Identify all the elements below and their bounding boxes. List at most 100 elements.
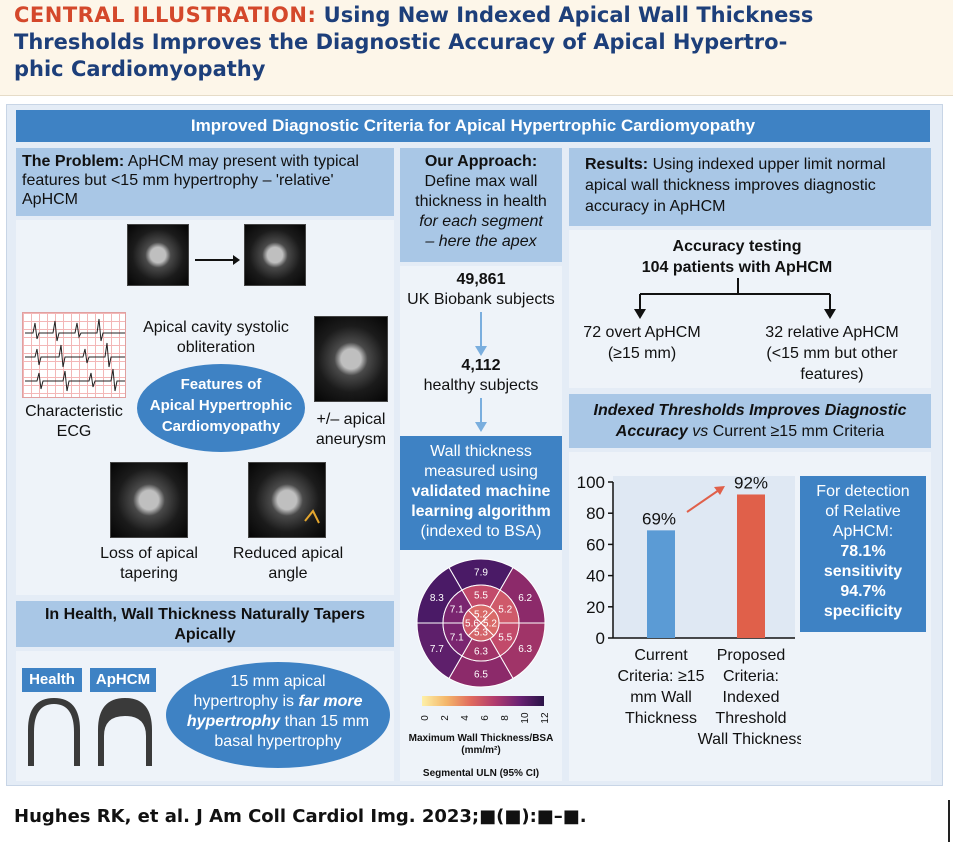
health-heart-icon	[28, 698, 80, 766]
features-oval: Features of Apical Hypertrophic Cardiomy…	[137, 364, 305, 452]
sensitivity-label: sensitivity	[823, 563, 903, 580]
relative-group-1: 32 relative ApHCM	[765, 324, 899, 341]
problem-heading-bold: The Problem:	[22, 153, 125, 170]
y-tick-label: 20	[586, 598, 605, 617]
problem-heading-2: features but <15 mm hypertrophy – 'relat…	[22, 172, 334, 189]
uln-label: Segmental ULN (95% CI)	[422, 768, 540, 779]
x-category-label: Proposed	[717, 647, 786, 664]
overt-group: 72 overt ApHCM (≥15 mm)	[572, 322, 712, 364]
relative-group-2: (<15 mm but other	[766, 345, 898, 362]
relative-group: 32 relative ApHCM (<15 mm but other feat…	[752, 322, 912, 385]
measurement-line-5: (indexed to BSA)	[420, 523, 542, 540]
arrow-down-icon-1	[475, 312, 487, 356]
approach-heading: Our Approach: Define max wall thickness …	[400, 148, 562, 262]
header-bar	[0, 0, 953, 96]
x-category-label: Thickness	[625, 710, 697, 727]
results-heading-bold: Results:	[585, 156, 649, 173]
threshold-heading-2a: Accuracy	[615, 423, 688, 440]
accuracy-testing: Accuracy testing 104 patients with ApHCM	[569, 236, 905, 278]
colorbar-label-2: (mm/m²)	[461, 745, 501, 756]
threshold-heading-1: Indexed Thresholds Improves Diagnostic	[593, 402, 907, 419]
threshold-heading-2c: Current ≥15 mm Criteria	[712, 423, 885, 440]
bullseye-inner-segment	[462, 609, 482, 637]
bullseye-outer-value: 8.3	[430, 593, 444, 604]
arrow-down-icon-2	[475, 398, 487, 432]
bar	[737, 494, 765, 638]
title-line-1: Using New Indexed Apical Wall Thickness	[323, 3, 814, 27]
measurement-line-2: measured using	[424, 463, 538, 480]
x-category-label: Wall Thickness	[698, 731, 801, 748]
oval-line-3a: hypertrophy	[186, 713, 281, 730]
aneurysm-label-2: aneurysm	[315, 431, 387, 448]
colorbar-tick: 0	[420, 715, 431, 721]
approach-line-3: for each segment	[419, 213, 543, 230]
colorbar-label: Maximum Wall Thickness/BSA (mm/m²)	[400, 733, 562, 757]
x-category-label: Criteria: ≥15	[617, 668, 704, 685]
results-heading: Results: Using indexed upper limit norma…	[569, 148, 931, 226]
angle-marker-icon	[304, 509, 320, 524]
detection-line-2: of Relative	[825, 503, 901, 520]
bullseye-inner-value: 5.2	[483, 619, 497, 630]
y-tick-label: 0	[596, 629, 605, 648]
health-label: Health	[22, 668, 82, 692]
colorbar-tick: 10	[520, 712, 531, 724]
edge-rule	[948, 800, 950, 842]
bar	[647, 530, 675, 638]
x-category-label: Criteria:	[723, 668, 779, 685]
bullseye-middle-value: 6.3	[474, 647, 488, 658]
bullseye-outer-value: 6.3	[518, 644, 532, 655]
citation: Hughes RK, et al. J Am Coll Cardiol Img.…	[14, 806, 587, 827]
bullseye-outer-value: 7.7	[430, 644, 444, 655]
x-category-label: Threshold	[715, 710, 786, 727]
title-label: CENTRAL ILLUSTRATION:	[14, 3, 317, 27]
bullseye-inner-value: 5.3	[474, 628, 488, 639]
ecg-label: Characteristic ECG	[16, 402, 132, 442]
problem-heading-1: ApHCM may present with typical	[124, 153, 359, 170]
bullseye-outer-value: 7.9	[474, 568, 488, 579]
bullseye-middle-value: 5.5	[498, 633, 512, 644]
ecg-label-2: ECG	[56, 423, 92, 440]
hypertrophy-oval: 15 mm apical hypertrophy is far more hyp…	[166, 662, 390, 768]
biobank-count-label: UK Biobank subjects	[407, 291, 555, 308]
y-tick-label: 60	[586, 535, 605, 554]
arrow-right-icon	[195, 255, 240, 265]
oval-line-3b: than 15 mm	[280, 713, 370, 730]
overt-group-2: (≥15 mm)	[607, 345, 677, 362]
results-heading-1: Using indexed upper limit normal	[648, 156, 886, 173]
tapering-label-1: Loss of apical	[100, 545, 198, 562]
measurement-box: Wall thickness measured using validated …	[400, 436, 562, 550]
aphcm-heart-icon	[98, 698, 152, 766]
bar-value-label: 92%	[734, 473, 768, 492]
healthy-count: 4,112 healthy subjects	[400, 356, 562, 396]
bar-value-label: 69%	[642, 509, 676, 528]
sensitivity-value: 78.1%	[840, 543, 886, 560]
oval-line-1: 15 mm apical	[230, 673, 326, 690]
mri-tapering-image	[110, 462, 188, 538]
mri-aneurysm-image	[314, 316, 388, 402]
branch-arrows-icon	[634, 278, 836, 319]
mri-systole-image	[244, 224, 306, 286]
approach-heading-bold: Our Approach:	[424, 153, 538, 170]
colorbar-tick: 6	[480, 715, 491, 721]
title-line-2: Thresholds Improves the Diagnostic Accur…	[14, 30, 788, 54]
aneurysm-label-1: +/– apical	[316, 411, 386, 428]
ecg-image	[22, 312, 126, 398]
tapering-label-2: tapering	[120, 565, 178, 582]
detection-line-3: ApHCM:	[832, 523, 894, 540]
problem-heading-3: ApHCM	[22, 191, 79, 208]
bullseye-middle-value: 7.1	[450, 605, 464, 616]
health-heading: In Health, Wall Thickness Naturally Tape…	[16, 601, 394, 647]
tapering-label: Loss of apical tapering	[86, 544, 212, 584]
bullseye-outer-value: 6.2	[518, 593, 532, 604]
bullseye-middle-value: 7.1	[450, 633, 464, 644]
oval-line-2a: hypertrophy is	[193, 693, 299, 710]
title-line-3: phic Cardiomyopathy	[14, 57, 266, 81]
x-category-label: Current	[634, 647, 688, 664]
health-heading-2: Apically	[174, 626, 236, 643]
specificity-label: specificity	[823, 603, 903, 620]
threshold-heading-2b: vs	[687, 423, 713, 440]
x-category-label: mm Wall	[630, 689, 692, 706]
